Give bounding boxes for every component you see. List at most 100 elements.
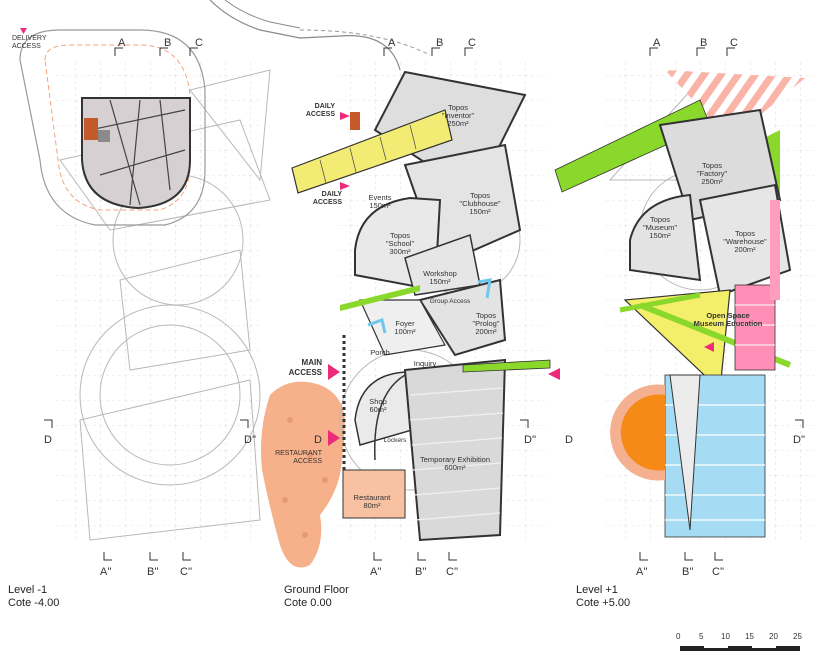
- axis-a-top: A: [118, 37, 126, 49]
- axis-b-bottom: B'': [415, 566, 427, 578]
- svg-text:Events: Events: [369, 193, 392, 202]
- svg-text:Porch: Porch: [370, 348, 390, 357]
- section-axes: [44, 47, 249, 561]
- main-access-arrow: [328, 364, 340, 380]
- delivery-road: [19, 29, 206, 226]
- restaurant-garden: [261, 381, 345, 568]
- axis-a-bottom: A'': [636, 566, 648, 578]
- temporary-exhibition: [403, 358, 507, 542]
- svg-text:"Museum": "Museum": [643, 223, 677, 232]
- ground-road: [209, 0, 401, 71]
- pink-block: [734, 284, 776, 371]
- svg-text:150m²: 150m²: [469, 207, 491, 216]
- axis-c-top: C: [730, 37, 738, 49]
- scale-tick-label: 15: [745, 632, 754, 641]
- svg-text:300m²: 300m²: [389, 247, 411, 256]
- svg-text:"Warehouse": "Warehouse": [723, 237, 767, 246]
- svg-text:200m²: 200m²: [734, 245, 756, 254]
- svg-text:Topos: Topos: [470, 191, 490, 200]
- svg-text:"Clubhouse": "Clubhouse": [459, 199, 501, 208]
- svg-text:Museum Education: Museum Education: [694, 319, 763, 328]
- basement-partitions: [89, 99, 186, 206]
- svg-text:ACCESS: ACCESS: [313, 199, 343, 206]
- svg-text:Topos: Topos: [702, 161, 722, 170]
- room-labels: Topos "Factory" 250m² Topos "Museum" 150…: [643, 161, 767, 328]
- svg-text:Topos: Topos: [735, 229, 755, 238]
- delivery-access-label-2: ACCESS: [12, 43, 41, 50]
- axis-d-right: D'': [524, 434, 536, 446]
- scale-tick-label: 10: [721, 632, 730, 641]
- axis-b-top: B: [700, 37, 707, 49]
- svg-text:ACCESS: ACCESS: [306, 111, 336, 118]
- delivery-arrow: [20, 28, 27, 34]
- svg-text:"Factory": "Factory": [697, 169, 728, 178]
- ghost-geometry: [59, 69, 271, 541]
- caption-level-plus-1: Level +1 Cote +5.00: [576, 584, 630, 610]
- access-labels: DAILY ACCESS DAILY ACCESS MAIN ACCESS RE…: [275, 103, 342, 465]
- green-bar-2: [340, 285, 420, 311]
- axis-c-bottom: C'': [180, 566, 192, 578]
- axis-b-top: B: [436, 37, 443, 49]
- axis-c-top: C: [195, 37, 203, 49]
- svg-text:Shop: Shop: [369, 397, 387, 406]
- axis-a-bottom: A'': [100, 566, 112, 578]
- scale-bar: [680, 646, 800, 651]
- daily-access-arrow-top: [340, 112, 350, 120]
- axis-d-mid: D: [314, 434, 322, 446]
- corridor-stair-core: [350, 112, 360, 130]
- caption-title: Ground Floor: [284, 584, 349, 596]
- topos-museum: [629, 193, 702, 282]
- corridor-partitions: [319, 124, 417, 184]
- axis-c-bottom: C'': [446, 566, 458, 578]
- svg-text:100m²: 100m²: [394, 327, 416, 336]
- pink-slats: [735, 304, 775, 346]
- restaurant-floor: [342, 469, 406, 519]
- axis-d-left: D: [565, 434, 573, 446]
- caption-cote: Cote +5.00: [576, 597, 631, 609]
- axis-b-bottom: B'': [682, 566, 694, 578]
- caption-ground-floor: Ground Floor Cote 0.00: [284, 584, 349, 610]
- shop-curve: [374, 374, 406, 461]
- stair-core: [84, 118, 98, 140]
- svg-text:ACCESS: ACCESS: [289, 368, 323, 377]
- caption-cote: Cote 0.00: [284, 597, 332, 609]
- svg-text:Open Space: Open Space: [706, 311, 749, 320]
- svg-text:"School": "School": [386, 239, 415, 248]
- axis-b-top: B: [164, 37, 171, 49]
- topos-prolog: [418, 278, 507, 357]
- svg-text:DAILY: DAILY: [322, 191, 343, 198]
- green-bar-short: [619, 292, 701, 313]
- garden-trees: [282, 417, 328, 538]
- restaurant-access-arrow: [328, 430, 340, 446]
- section-axes: [373, 47, 529, 561]
- plan-level-plus-1: Topos "Factory" 250m² Topos "Museum" 150…: [554, 37, 818, 578]
- green-bar: [462, 359, 551, 373]
- svg-text:Restaurant: Restaurant: [354, 493, 392, 502]
- svg-text:250m²: 250m²: [701, 177, 723, 186]
- svg-text:Lockers: Lockers: [384, 437, 408, 444]
- scale-tick-label: 20: [769, 632, 778, 641]
- axis-d-right: D'': [244, 434, 256, 446]
- east-access-arrow: [548, 368, 560, 380]
- blue-stair-2: [477, 278, 492, 299]
- axis-b-bottom: B'': [147, 566, 159, 578]
- svg-text:600m²: 600m²: [444, 463, 466, 472]
- svg-text:150m²: 150m²: [369, 201, 391, 210]
- svg-text:150m²: 150m²: [649, 231, 671, 240]
- axis-c-top: C: [468, 37, 476, 49]
- svg-text:60m²: 60m²: [369, 405, 387, 414]
- axis-a-top: A: [388, 37, 396, 49]
- svg-text:200m²: 200m²: [475, 327, 497, 336]
- ground-road-2: [224, 0, 301, 29]
- daily-access-corridor: [291, 109, 453, 194]
- svg-text:80m²: 80m²: [363, 501, 381, 510]
- svg-text:Topos: Topos: [390, 231, 410, 240]
- plan-ground-floor: Topos "Inventor" 250m² Topos "Clubhouse"…: [209, 0, 560, 578]
- svg-text:Temporary Exhibition: Temporary Exhibition: [420, 455, 490, 464]
- svg-text:"Prolog": "Prolog": [472, 319, 499, 328]
- basement-core-gray: [98, 130, 110, 142]
- plan-level-minus-1: A B C A'' B'' C'' D D'' DELIVERY ACCESS: [12, 28, 271, 578]
- svg-text:Foyer: Foyer: [395, 319, 415, 328]
- axis-c-bottom: C'': [712, 566, 724, 578]
- ground-road-dashed: [299, 29, 431, 56]
